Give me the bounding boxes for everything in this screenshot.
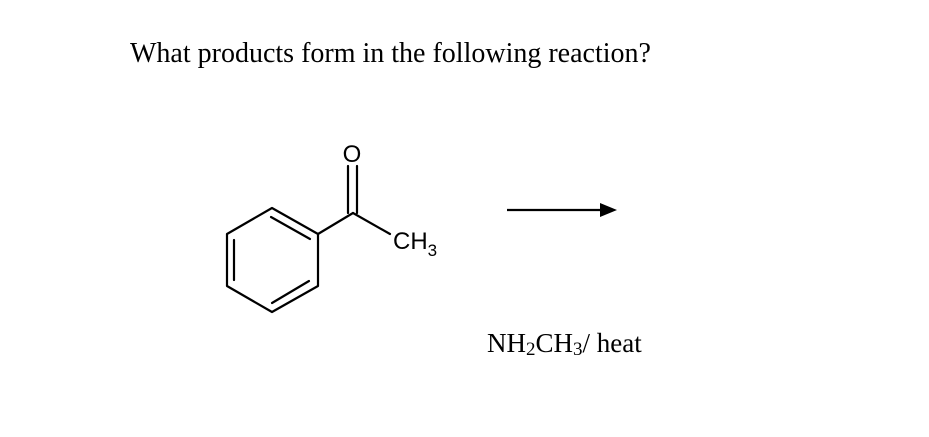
reagent-subscript-1: 2 (526, 339, 536, 360)
reaction-arrow (507, 203, 617, 217)
reagent-part-2: CH (535, 328, 574, 358)
methyl-label: CH3 (393, 228, 437, 260)
methyl-label-main: CH (393, 228, 428, 255)
carbonyl-to-methyl-bond (351, 211, 392, 236)
benzene-ring (225, 206, 320, 314)
question-text: What products form in the following reac… (130, 38, 651, 69)
oxygen-label: O (343, 141, 362, 168)
carbonyl-double-bond (346, 164, 359, 215)
reagent-subscript-2: 3 (573, 339, 583, 360)
ring-to-carbonyl-bond (316, 211, 355, 236)
reagent-conditions: NH2CH3/ heat (487, 328, 642, 360)
reagent-part-1: NH (487, 328, 526, 358)
methyl-label-subscript: 3 (428, 241, 437, 260)
reagent-part-3: / heat (582, 328, 642, 358)
